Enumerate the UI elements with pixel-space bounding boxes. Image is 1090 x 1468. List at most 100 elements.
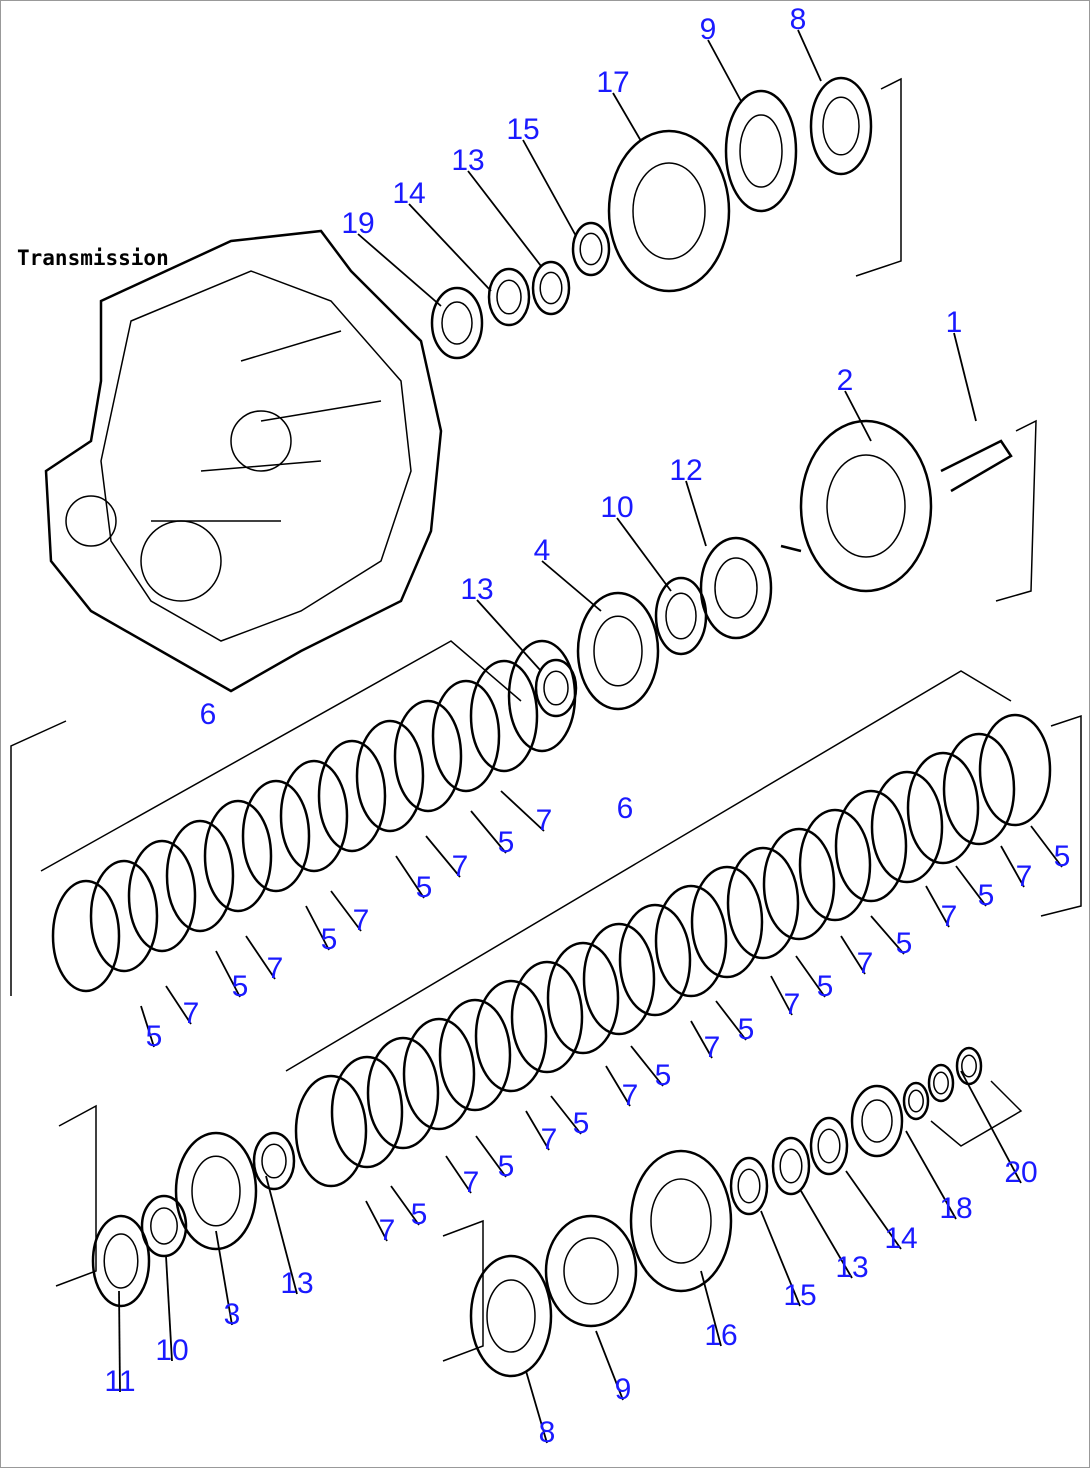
clutch-disc <box>127 839 197 953</box>
callout-11: 11 <box>104 1365 135 1398</box>
leader-line <box>707 39 742 102</box>
leader-line <box>550 1095 582 1135</box>
clutch-disc <box>165 819 235 933</box>
part-ring-inner <box>779 1148 803 1184</box>
clutch-disc <box>654 884 728 998</box>
callout-13: 13 <box>835 1251 868 1284</box>
clutch-disc <box>393 699 463 813</box>
leader-line <box>845 1170 902 1250</box>
group-bracket <box>55 1104 97 1287</box>
part-ring-inner <box>933 1071 949 1095</box>
clutch-disc <box>317 739 387 853</box>
group-bracket <box>40 640 522 872</box>
leader-line <box>522 139 577 237</box>
clutch-disc <box>906 751 980 865</box>
part-ring <box>699 536 773 640</box>
callout-8: 8 <box>790 3 807 36</box>
group-bracket <box>442 1219 484 1362</box>
leader-line <box>541 560 602 612</box>
part-ring <box>724 89 798 213</box>
callout-2: 2 <box>837 364 854 397</box>
leader-line <box>445 1155 472 1194</box>
callout-4: 4 <box>534 534 551 567</box>
part-ring <box>571 221 611 277</box>
callout-5: 5 <box>498 1150 515 1183</box>
callout-15: 15 <box>783 1279 816 1312</box>
leader-line <box>595 1330 624 1401</box>
callout-5: 5 <box>573 1107 590 1140</box>
part-ring <box>729 1156 769 1216</box>
part-ring <box>799 419 933 593</box>
leader-line <box>525 1110 550 1151</box>
callout-9: 9 <box>615 1373 632 1406</box>
clutch-disc <box>355 719 425 833</box>
callout-7: 7 <box>379 1214 396 1247</box>
leader-line <box>960 1070 1022 1184</box>
shaft <box>780 439 1013 553</box>
leader-line <box>118 1290 121 1393</box>
leader-line <box>953 332 977 422</box>
callout-7: 7 <box>622 1079 639 1112</box>
clutch-disc <box>726 846 800 960</box>
transmission-label: Transmission <box>17 246 169 270</box>
leader-line <box>870 915 905 955</box>
callout-7: 7 <box>463 1166 480 1199</box>
part-ring <box>927 1063 955 1103</box>
leader-line <box>685 480 707 547</box>
clutch-disc <box>474 979 548 1093</box>
leader-line <box>770 975 793 1016</box>
part-ring <box>809 76 873 176</box>
callout-16: 16 <box>704 1319 737 1352</box>
leader-line <box>955 865 987 907</box>
callout-6: 6 <box>617 792 634 825</box>
part-ring <box>531 260 571 316</box>
callout-5: 5 <box>978 879 995 912</box>
part-ring <box>544 1214 638 1328</box>
part-ring-inner <box>737 1168 761 1204</box>
leader-line <box>265 1175 298 1295</box>
clutch-disc <box>366 1036 440 1150</box>
callout-13: 13 <box>451 144 484 177</box>
callout-5: 5 <box>321 923 338 956</box>
leader-line <box>840 935 866 975</box>
leader-line <box>470 810 507 854</box>
part-ring-inner <box>961 1054 977 1078</box>
clutch-disc <box>279 759 349 873</box>
clutch-disc <box>241 779 311 893</box>
part-ring <box>809 1116 849 1176</box>
leader-line <box>925 885 950 928</box>
part-ring-inner <box>826 454 906 558</box>
clutch-disc <box>431 679 501 793</box>
part-ring-inner <box>650 1178 712 1264</box>
clutch-disc <box>582 922 656 1036</box>
callout-7: 7 <box>1016 860 1033 893</box>
part-ring-inner <box>543 670 569 706</box>
leader-lines <box>118 29 1063 1444</box>
part-ring-inner <box>632 162 706 260</box>
leader-line <box>700 1270 722 1347</box>
group-bracket <box>930 1080 1023 1147</box>
callout-5: 5 <box>738 1013 755 1046</box>
part-ring-inner <box>496 279 522 315</box>
leader-line <box>605 1065 631 1107</box>
callout-7: 7 <box>536 804 553 837</box>
clutch-disc <box>89 859 159 973</box>
part-ring <box>430 286 484 360</box>
leader-line <box>357 233 442 307</box>
group-bracket <box>10 720 67 996</box>
leader-line <box>476 599 542 672</box>
callout-5: 5 <box>498 826 515 859</box>
part-ring-inner <box>908 1089 924 1113</box>
clutch-disc <box>618 903 692 1017</box>
clutch-disc <box>51 879 121 993</box>
leader-line <box>797 29 822 82</box>
part-ring <box>576 591 660 711</box>
clutch-disc <box>762 827 836 941</box>
leader-line <box>905 1130 957 1220</box>
leader-line <box>844 390 872 442</box>
leader-line <box>467 170 542 267</box>
callout-7: 7 <box>183 997 200 1030</box>
clutch-disc <box>294 1074 368 1188</box>
